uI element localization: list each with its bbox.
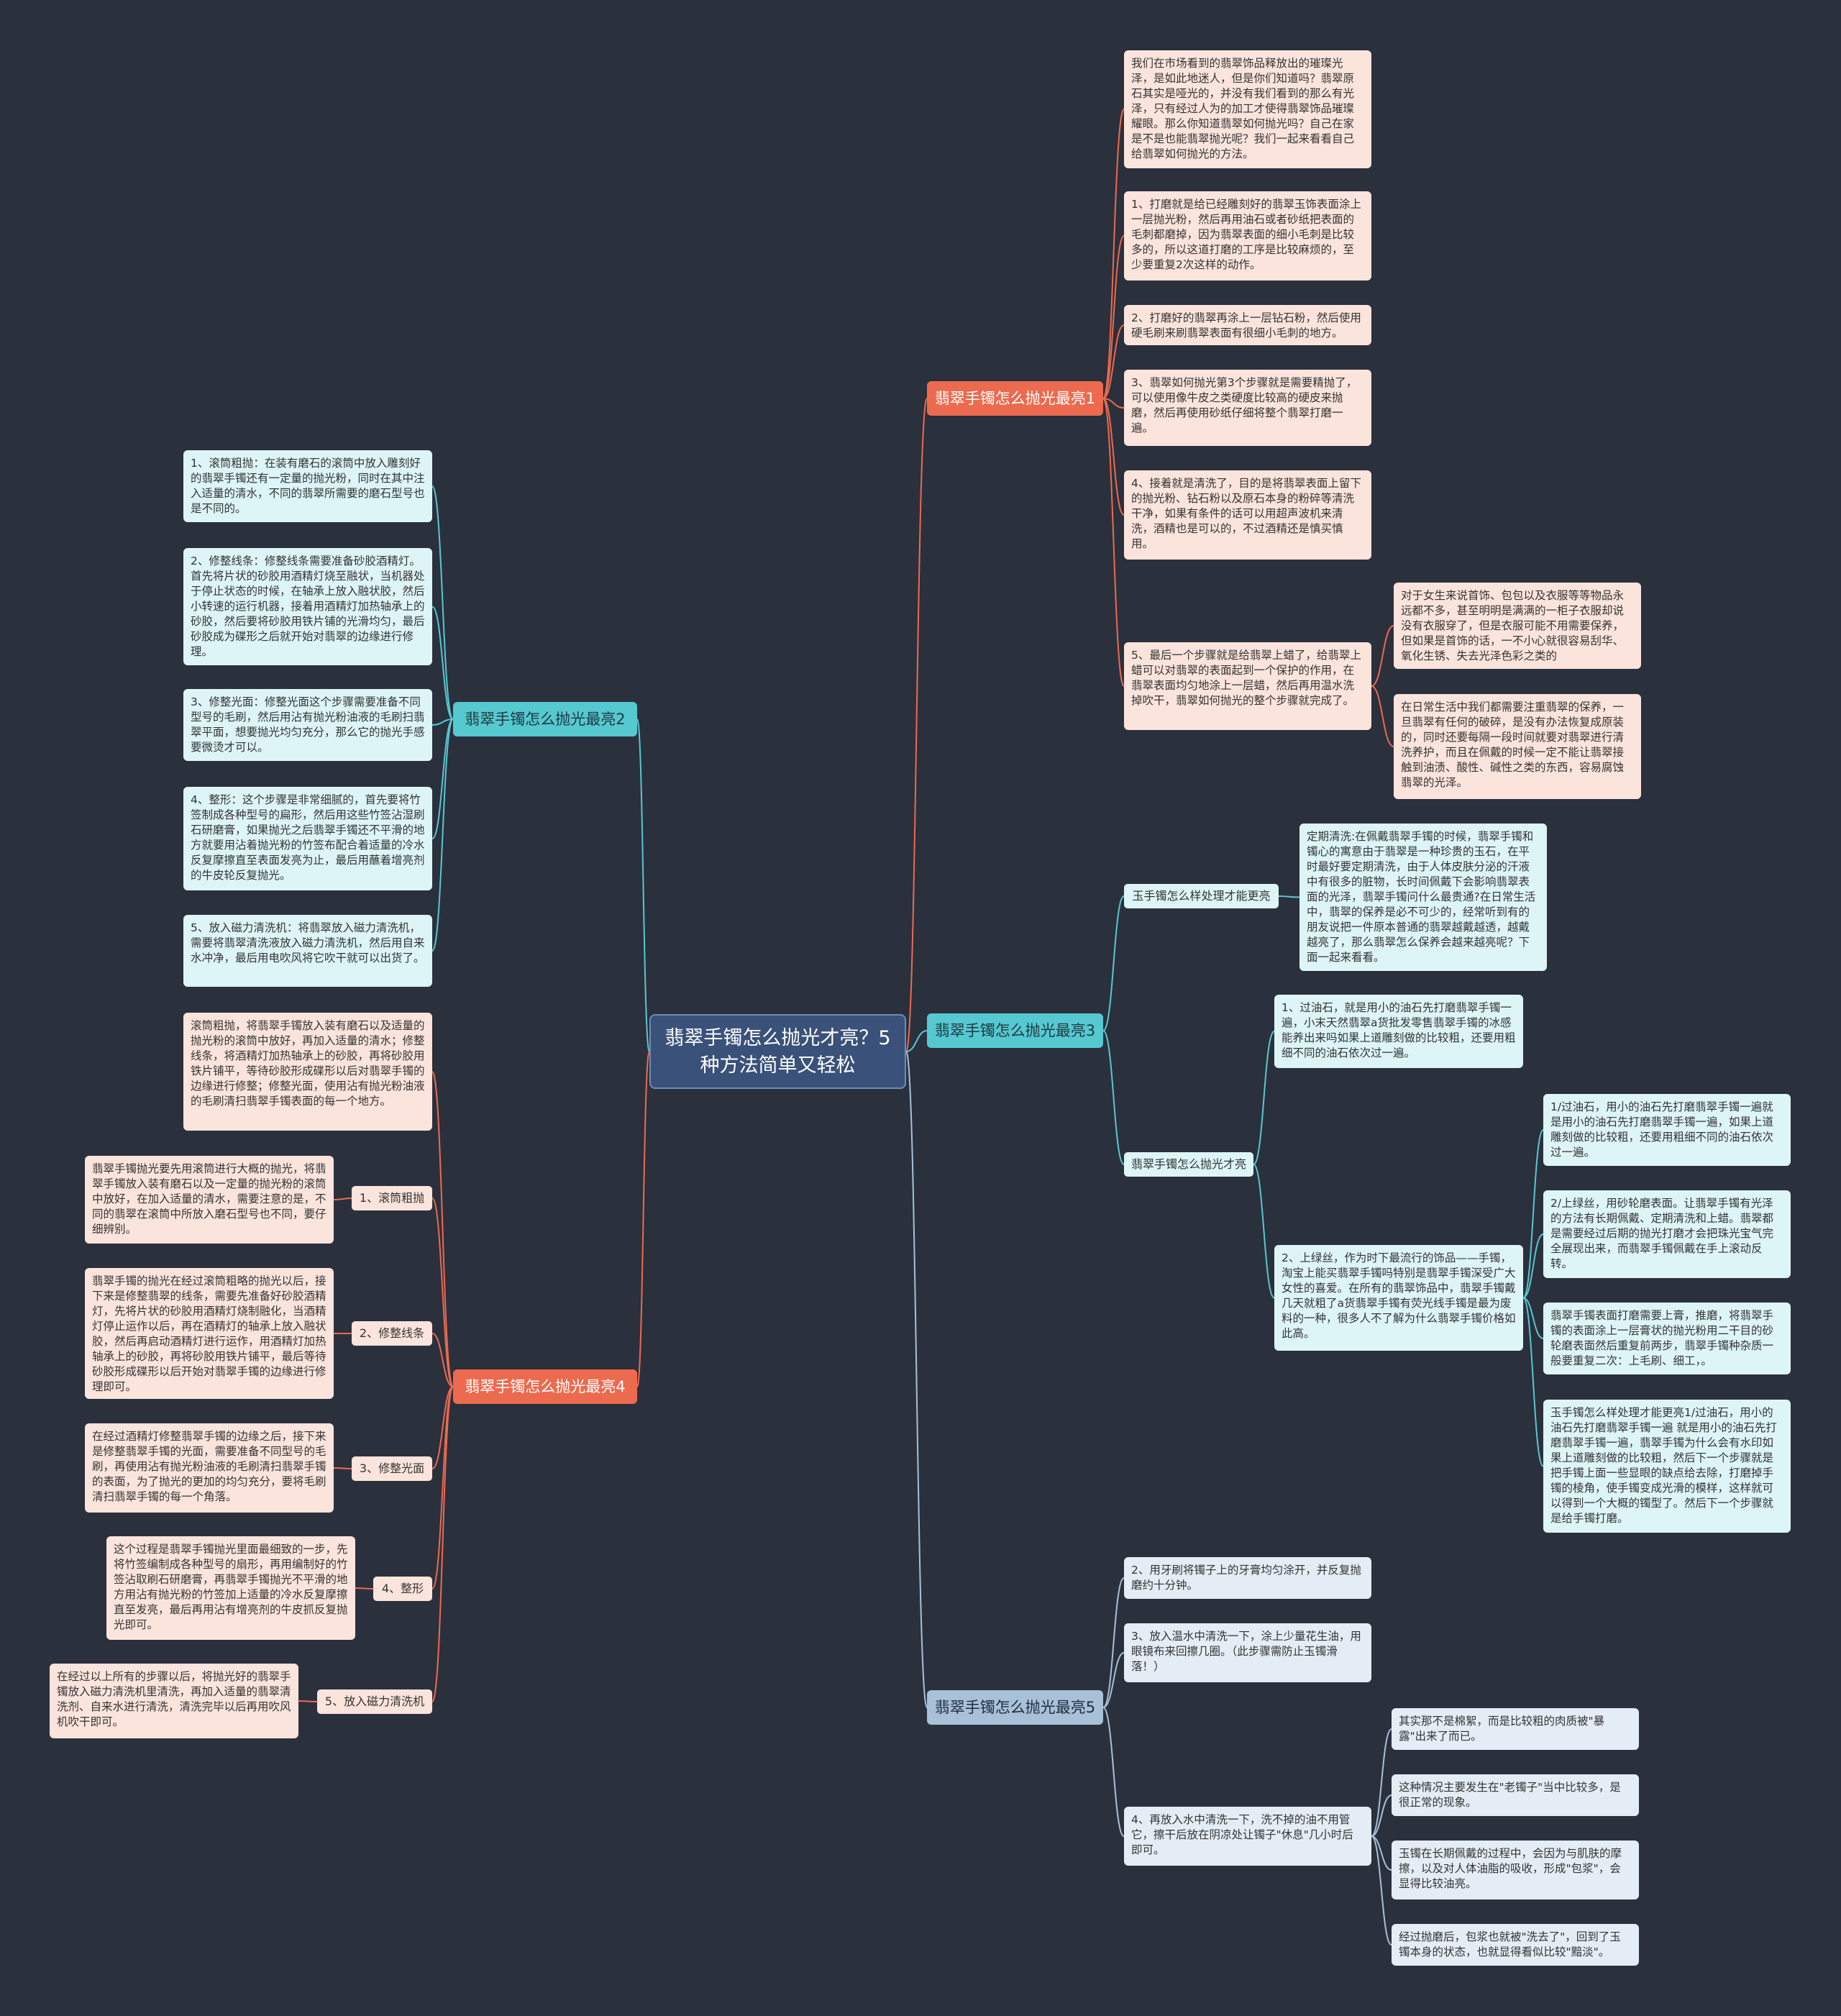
b1-note-1: 对于女生来说首饰、包包以及衣服等等物品永远都不多，甚至明明是满满的一柜子衣服却说… <box>1394 583 1641 669</box>
b1-step-2: 2、打磨好的翡翠再涂上一层钻石粉，然后使用硬毛刷来刷翡翠表面有很细小毛刺的地方。 <box>1124 305 1371 345</box>
connector <box>1371 625 1394 687</box>
connector <box>431 719 454 952</box>
connector <box>431 1333 454 1387</box>
b4-sub-5[interactable]: 5、放入磁力清洗机 <box>317 1689 432 1714</box>
branch-5[interactable]: 翡翠手镯怎么抛光最亮5 <box>927 1690 1103 1725</box>
connector <box>905 1051 928 1708</box>
b3-detail-3: 翡翠手镯表面打磨需要上膏，推磨，将翡翠手镯的表面涂上一层膏状的抛光粉用二干目的砂… <box>1543 1303 1791 1374</box>
connector <box>1278 895 1300 898</box>
connector <box>431 606 454 720</box>
b2-step-3: 3、修整光面：修整光面这个步骤需要准备不同型号的毛刷，然后用沾有抛光粉油液的毛刷… <box>183 689 432 761</box>
connector <box>1253 1031 1275 1165</box>
connector <box>333 1198 352 1200</box>
b5-note-3: 玉镯在长期佩戴的过程中，会因为与肌肤的摩擦，以及对人体油脂的吸收，形成"包浆"，… <box>1392 1841 1639 1899</box>
b3-detail-2: 2/上绿丝，用砂轮磨表面。让翡翠手镯有光泽的方法有长期佩戴、定期清洗和上蜡。翡翠… <box>1543 1190 1791 1278</box>
connector <box>1102 1030 1125 1165</box>
connector <box>298 1700 318 1702</box>
b1-step-3: 3、翡翠如何抛光第3个步骤就是需要精抛了，可以使用像牛皮之类硬度比较高的硬皮来抛… <box>1124 370 1371 446</box>
branch-4[interactable]: 翡翠手镯怎么抛光最亮4 <box>453 1369 637 1404</box>
b4-detail-1: 翡翠手镯抛光要先用滚筒进行大概的抛光，将翡翠手镯放入装有磨石以及一定量的抛光粉的… <box>85 1156 334 1244</box>
connector <box>1522 1297 1544 1339</box>
b5-step-3: 3、放入温水中清洗一下，涂上少量花生油，用眼镜布来回擦几圈。（此步骤需防止玉镯滑… <box>1124 1623 1371 1682</box>
b3-detail-1: 1/过油石，用小的油石先打磨翡翠手镯一遍就是用小的油石先打磨翡翠手镯一遍，如果上… <box>1543 1094 1791 1166</box>
connector <box>1102 895 1125 1031</box>
b1-step-5: 5、最后一个步骤就是给翡翠上蜡了，给翡翠上蜡可以对翡翠的表面起到一个保护的作用，… <box>1124 642 1371 730</box>
b3-cleaning: 定期清洗:在佩戴翡翠手镯的时候，翡翠手镯和镯心的寓意由于翡翠是一种珍贵的玉石，在… <box>1299 824 1547 971</box>
connector <box>1371 1835 1392 1871</box>
connector <box>355 1587 374 1589</box>
root-topic[interactable]: 翡翠手镯怎么抛光才亮？5种方法简单又轻松 <box>649 1014 906 1089</box>
connector <box>431 719 454 839</box>
b1-step-4: 4、接着就是清洗了，目的是将翡翠表面上留下的抛光粉、钻石粉以及原石本身的粉碎等清… <box>1124 470 1371 560</box>
b3-sub-polish[interactable]: 翡翠手镯怎么抛光才亮 <box>1124 1152 1253 1177</box>
b2-step-5: 5、放入磁力清洗机：将翡翠放入磁力清洗机，需要将翡翠清洗液放入磁力清洗机，然后用… <box>183 915 432 987</box>
connector <box>1102 1707 1125 1837</box>
b3-greenwire: 2、上绿丝，作为时下最流行的饰品——手镯，淘宝上能买翡翠手镯吗特别是翡翠手镯深受… <box>1274 1245 1523 1351</box>
b5-note-4: 经过抛磨后，包浆也就被"洗去了"，回到了玉镯本身的状态，也就显得看似比较"黯淡"… <box>1392 1924 1639 1966</box>
connector <box>1102 324 1125 399</box>
connector <box>1102 398 1125 409</box>
branch-2[interactable]: 翡翠手镯怎么抛光最亮2 <box>453 702 637 736</box>
b4-detail-4: 这个过程是翡翠手镯抛光里面最细致的一步，先将竹签编制成各种型号的扇形，再用编制好… <box>106 1536 355 1640</box>
connector <box>1522 1129 1544 1299</box>
connector <box>1102 398 1125 687</box>
b4-sub-4[interactable]: 4、整形 <box>373 1577 432 1601</box>
connector <box>431 1071 454 1387</box>
connector <box>1102 1577 1125 1708</box>
connector <box>431 485 454 720</box>
connector <box>636 1051 650 1387</box>
connector <box>1522 1297 1544 1467</box>
connector <box>1102 1652 1125 1708</box>
b1-intro: 我们在市场看到的翡翠饰品释放出的璀璨光泽，是如此地迷人，但是你们知道吗？翡翠原石… <box>1124 50 1371 168</box>
connector <box>431 1198 454 1387</box>
b3-detail-4: 玉手镯怎么样处理才能更亮1/过油石，用小的油石先打磨翡翠手镯一遍 就是用小的油石… <box>1543 1400 1791 1533</box>
b3-sub-bright[interactable]: 玉手镯怎么样处理才能更亮 <box>1124 884 1279 908</box>
branch-3[interactable]: 翡翠手镯怎么抛光最亮3 <box>927 1013 1103 1048</box>
connector <box>1371 1794 1392 1837</box>
b4-sub-3[interactable]: 3、修整光面 <box>352 1456 432 1481</box>
b4-detail-5: 在经过以上所有的步骤以后，将抛光好的翡翠手镯放入磁力清洗机里清洗，再加入适量的翡… <box>50 1664 298 1738</box>
b5-step-4: 4、再放入水中清洗一下，洗不掉的油不用管它，擦干后放在阴凉处让镯子"休息"几小时… <box>1124 1807 1371 1866</box>
connector <box>636 719 650 1052</box>
connector <box>1102 398 1125 516</box>
branch-1[interactable]: 翡翠手镯怎么抛光最亮1 <box>927 381 1103 416</box>
b4-sub-2[interactable]: 2、修整线条 <box>352 1321 432 1346</box>
b4-detail-2: 翡翠手镯的抛光在经过滚筒粗略的抛光以后，接下来是修整翡翠的线条，需要先准备好砂胶… <box>85 1268 334 1399</box>
b5-step-2: 2、用牙刷将镯子上的牙膏均匀涂开，并反复抛磨约十分钟。 <box>1124 1557 1371 1599</box>
b5-note-2: 这种情况主要发生在"老镯子"当中比较多，是很正常的现象。 <box>1392 1774 1639 1816</box>
connector <box>1371 685 1394 747</box>
b4-summary: 滚筒粗抛，将翡翠手镯放入装有磨石以及适量的抛光粉的滚筒中放好，再加入适量的清水；… <box>183 1013 432 1131</box>
connector <box>431 1386 454 1589</box>
connector <box>1371 1835 1392 1946</box>
connector <box>1102 109 1125 399</box>
connector <box>431 719 454 726</box>
connector <box>1522 1233 1544 1299</box>
connector <box>431 1386 454 1702</box>
connector <box>1102 235 1125 399</box>
b1-step-1: 1、打磨就是给已经雕刻好的翡翠玉饰表面涂上一层抛光粉，然后再用油石或者砂纸把表面… <box>1124 191 1371 280</box>
b1-note-2: 在日常生活中我们都需要注重翡翠的保养，一旦翡翠有任何的破碎，是没有办法恢复成原装… <box>1394 694 1641 799</box>
connector <box>905 1030 928 1052</box>
connector <box>431 1386 454 1469</box>
b3-oilstone: 1、过油石，就是用小的油石先打磨翡翠手镯一遍，小末天然翡翠a货批发零售翡翠手镯的… <box>1274 995 1523 1068</box>
b2-step-4: 4、整形：这个步骤是非常细腻的，首先要将竹签制成各种型号的扁形，然后用这些竹签沾… <box>183 787 432 890</box>
b4-detail-3: 在经过酒精灯修整翡翠手镯的边缘之后，接下来是修整翡翠手镯的光面，需要准备不同型号… <box>85 1423 334 1513</box>
connector <box>333 1467 352 1469</box>
connector <box>1371 1728 1392 1837</box>
connector <box>905 398 928 1052</box>
b2-step-2: 2、修整线条：修整线条需要准备砂胶酒精灯。首先将片状的砂胶用酒精灯烧至融状，当机… <box>183 548 432 665</box>
b5-note-1: 其实那不是棉絮，而是比较粗的肉质被"暴露"出来了而已。 <box>1392 1708 1639 1750</box>
b4-sub-1[interactable]: 1、滚筒粗抛 <box>352 1186 432 1210</box>
b2-step-1: 1、滚筒粗抛：在装有磨石的滚筒中放入雕刻好的翡翠手镯还有一定量的抛光粉，同时在其… <box>183 450 432 522</box>
connector <box>1253 1164 1275 1299</box>
